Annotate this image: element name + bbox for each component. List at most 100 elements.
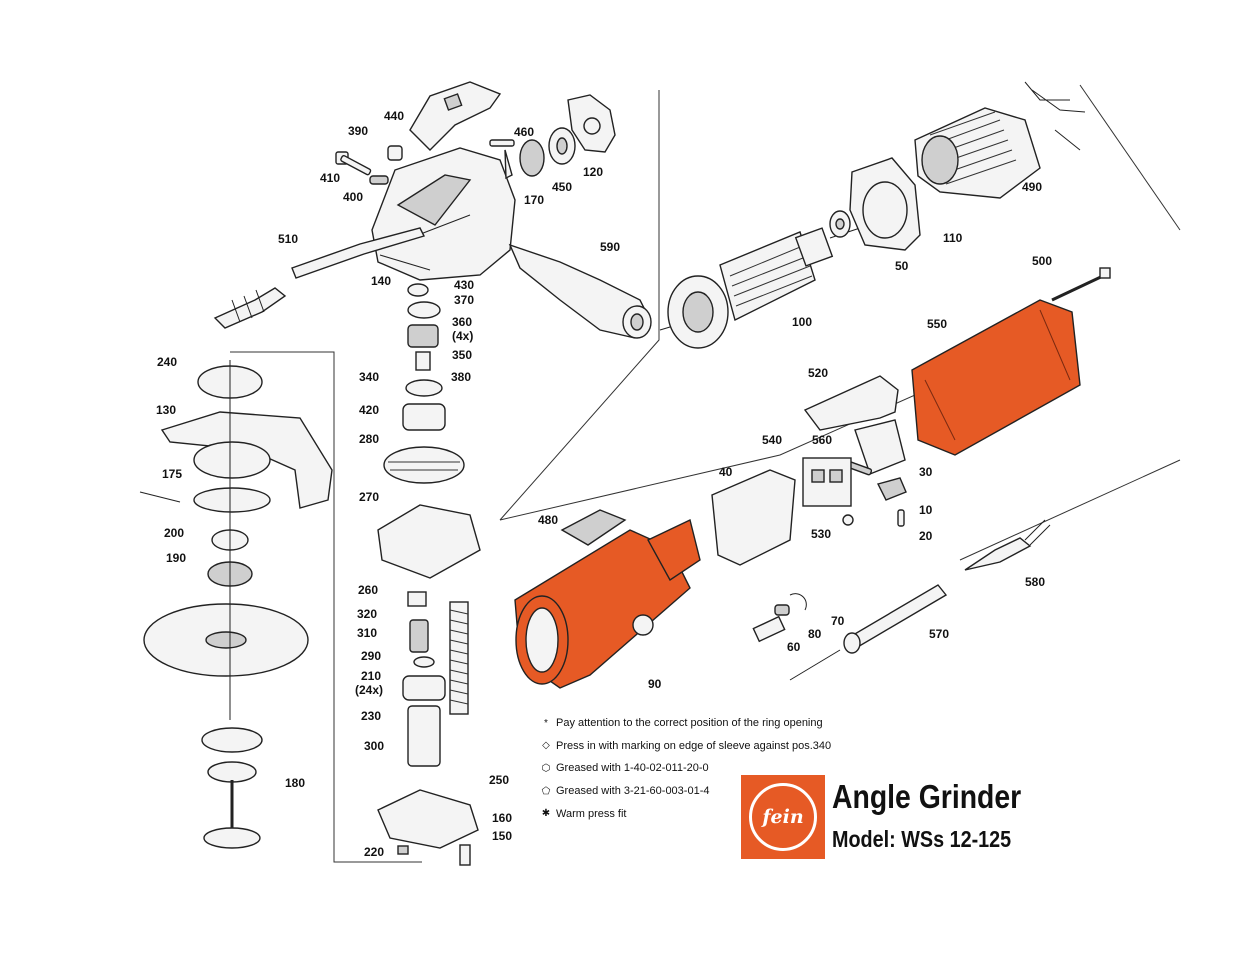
label-80: 80 xyxy=(808,627,822,641)
label-50: 50 xyxy=(895,259,909,273)
label-100: 100 xyxy=(792,315,812,329)
label-350: 350 xyxy=(452,348,472,362)
side-handle xyxy=(508,243,652,339)
switch-pad xyxy=(560,509,627,546)
label-490: 490 xyxy=(1022,180,1042,194)
label-530: 530 xyxy=(811,527,831,541)
label-590: 590 xyxy=(600,240,620,254)
label-360: 360 xyxy=(452,315,472,329)
label-230: 230 xyxy=(361,709,381,723)
label-270: 270 xyxy=(359,490,379,504)
label-120: 120 xyxy=(583,165,603,179)
label-580: 580 xyxy=(1025,575,1045,589)
legend-row: ⬡ Greased with 1-40-02-011-20-0 xyxy=(538,757,838,780)
label-40: 40 xyxy=(719,465,733,479)
switch-rod xyxy=(213,227,425,329)
label-210: 210 xyxy=(361,669,381,683)
asterisk-icon: * xyxy=(544,717,548,729)
switch-540 xyxy=(802,457,854,526)
label-320: 320 xyxy=(357,607,377,621)
page-title: Angle Grinder xyxy=(832,778,1022,815)
label-390: 390 xyxy=(348,124,368,138)
label-280: 280 xyxy=(359,432,379,446)
diamond-icon: ◇ xyxy=(542,740,550,752)
bearing-50 xyxy=(829,210,851,238)
motor-housing xyxy=(514,519,701,689)
bracket-40 xyxy=(711,469,796,566)
hexagon-icon: ⬡ xyxy=(541,762,551,774)
label-10: 10 xyxy=(919,503,933,517)
pinion-bearing-plate xyxy=(519,94,616,177)
label-220: 220 xyxy=(364,845,384,859)
label-310: 310 xyxy=(357,626,377,640)
label-450: 450 xyxy=(552,180,572,194)
model-name: Model: WSs 12-125 xyxy=(832,826,1012,852)
legend-row: ◇ Press in with marking on edge of sleev… xyxy=(538,735,838,758)
field-frame xyxy=(849,157,921,251)
label-90: 90 xyxy=(648,677,662,691)
label-70: 70 xyxy=(831,614,845,628)
label-430: 430 xyxy=(454,278,474,292)
label-20: 20 xyxy=(919,529,933,543)
label-190: 190 xyxy=(166,551,186,565)
legend-row: ✱ Warm press fit xyxy=(538,802,838,825)
wheel-guard-stack xyxy=(139,360,333,849)
part-labels: 440 390 460 410 400 120 450 170 510 590 … xyxy=(156,109,1052,859)
label-520: 520 xyxy=(808,366,828,380)
label-30: 30 xyxy=(919,465,933,479)
label-570: 570 xyxy=(929,627,949,641)
label-180: 180 xyxy=(285,776,305,790)
label-460: 460 xyxy=(514,125,534,139)
label-210-qty: (24x) xyxy=(355,683,383,697)
brand-logo: fein xyxy=(741,775,825,859)
label-560: 560 xyxy=(812,433,832,447)
legend-text: Press in with marking on edge of sleeve … xyxy=(556,739,832,752)
label-110: 110 xyxy=(943,231,963,245)
logo-mark: fein xyxy=(749,783,817,851)
label-300: 300 xyxy=(364,739,384,753)
carbon-brushes xyxy=(752,593,807,643)
label-240: 240 xyxy=(157,355,177,369)
label-540: 540 xyxy=(762,433,782,447)
label-370: 370 xyxy=(454,293,474,307)
legend-text: Greased with 1-40-02-011-20-0 xyxy=(556,762,709,775)
legend-row: * Pay attention to the correct position … xyxy=(538,712,838,735)
label-340: 340 xyxy=(359,370,379,384)
label-420: 420 xyxy=(359,403,379,417)
label-140: 140 xyxy=(371,274,391,288)
label-200: 200 xyxy=(164,526,184,540)
label-290: 290 xyxy=(361,649,381,663)
legend-row: ⬠ Greased with 3-21-60-003-01-4 xyxy=(538,780,838,803)
label-410: 410 xyxy=(320,171,340,185)
screw-500 xyxy=(1051,267,1111,302)
power-cable xyxy=(789,519,1051,681)
legend-text: Greased with 3-21-60-003-01-4 xyxy=(556,785,710,798)
label-480: 480 xyxy=(538,513,558,527)
label-130: 130 xyxy=(156,403,176,417)
label-160: 160 xyxy=(492,811,512,825)
star-icon: ✱ xyxy=(541,808,551,820)
label-510: 510 xyxy=(278,232,298,246)
brush-holder-plate xyxy=(803,375,899,431)
label-150: 150 xyxy=(492,829,512,843)
armature xyxy=(659,227,861,349)
label-170: 170 xyxy=(524,193,544,207)
gearhead-housing xyxy=(371,147,516,281)
legend-text: Warm press fit xyxy=(556,807,627,820)
label-380: 380 xyxy=(451,370,471,384)
label-440: 440 xyxy=(384,109,404,123)
pentagon-icon: ⬠ xyxy=(541,785,551,797)
tube-570 xyxy=(843,584,948,654)
switch-lever xyxy=(409,81,502,151)
small-parts-upper xyxy=(335,139,515,185)
label-175: 175 xyxy=(162,467,182,481)
rear-housing-cover xyxy=(911,299,1081,456)
group-frames xyxy=(230,84,1181,863)
label-550: 550 xyxy=(927,317,947,331)
spindle-stack xyxy=(377,283,481,866)
label-500: 500 xyxy=(1032,254,1052,268)
legend-notes: * Pay attention to the correct position … xyxy=(538,712,838,825)
label-60: 60 xyxy=(787,640,801,654)
stator xyxy=(914,81,1086,199)
